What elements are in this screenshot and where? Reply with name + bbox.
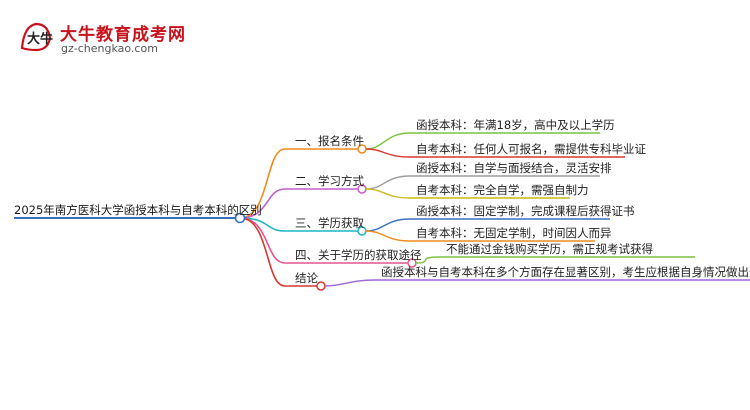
branch-connector [239, 148, 286, 219]
leaf-label: 自考本科：无固定学制，时间因人而异 [416, 226, 612, 240]
site-logo[interactable]: 大牛 大牛教育成考网 gz-chengkao.com [18, 18, 258, 60]
branch-label: 四、关于学历的获取途径 [295, 248, 422, 262]
leaf-label: 函授本科：自学与面授结合，灵活安排 [416, 161, 612, 175]
leaf-label: 函授本科：固定学制，完成课程后获得证书 [416, 204, 635, 218]
root-node [234, 212, 246, 224]
leaf-label: 自考本科：任何人可报名，需提供专科毕业证 [416, 142, 646, 156]
branch-label: 结论 [295, 271, 318, 285]
logo-url: gz-chengkao.com [61, 42, 158, 55]
root-topic-label: 2025年南方医科大学函授本科与自考本科的区别 [14, 203, 262, 217]
branch-connector [239, 217, 286, 287]
logo-title: 大牛教育成考网 [60, 25, 186, 45]
leaf-connector [365, 188, 411, 199]
leaf-connector [365, 175, 411, 190]
branch-label: 三、学历获取 [295, 216, 364, 230]
leaf-label: 函授本科与自考本科在多个方面存在显著区别，考生应根据自身情况做出选择。 [381, 265, 750, 279]
leaf-connector [365, 218, 411, 232]
logo-mark-text: 大牛 [27, 31, 53, 47]
logo-emblem-icon: 大牛 [20, 22, 53, 52]
leaf-connector [365, 230, 411, 242]
leaf-connector [365, 148, 411, 158]
leaf-connector [415, 256, 441, 264]
branch-connector [239, 188, 286, 219]
leaf-label: 不能通过金钱购买学历，需正规考试获得 [446, 242, 653, 256]
leaf-label: 函授本科：年满18岁，高中及以上学历 [416, 118, 615, 132]
branch-label: 二、学习方式 [295, 174, 364, 188]
branch-node [316, 281, 326, 291]
leaf-label: 自考本科：完全自学，需强自制力 [416, 183, 589, 197]
leaf-connector [324, 279, 376, 287]
branch-label: 一、报名条件 [295, 134, 364, 148]
leaf-connector [365, 132, 411, 150]
